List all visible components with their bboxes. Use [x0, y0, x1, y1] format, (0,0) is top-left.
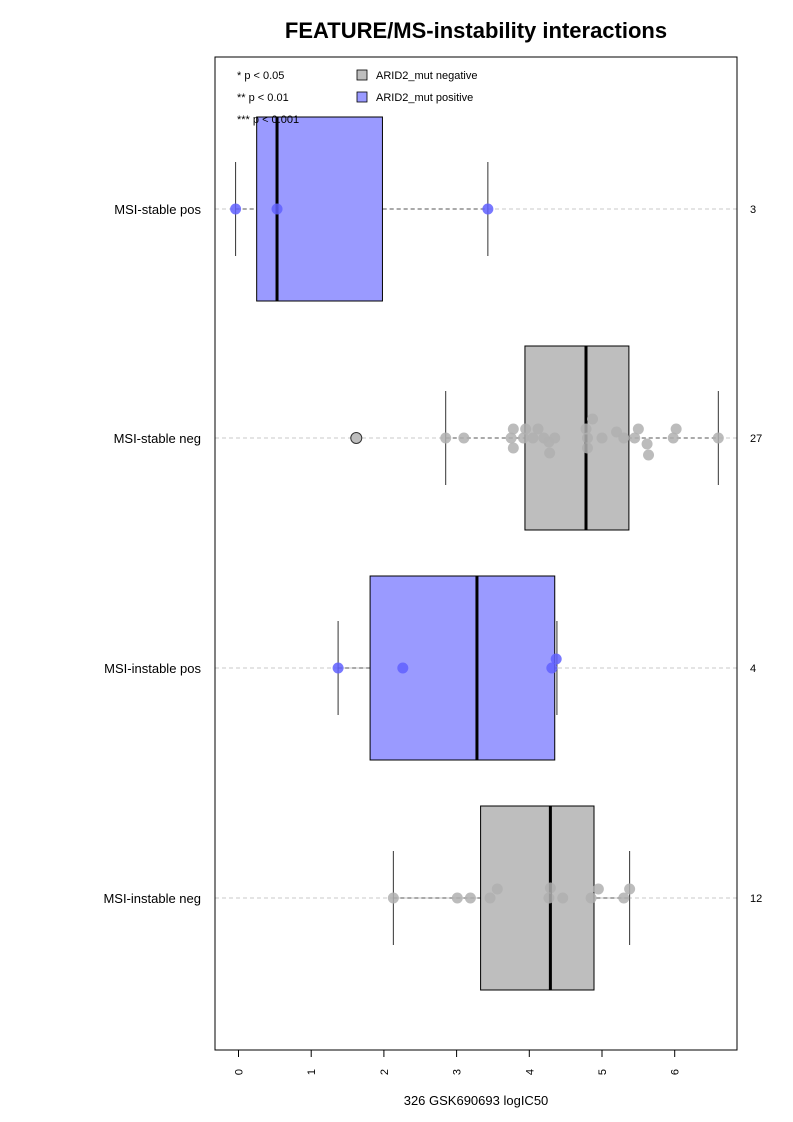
data-point-msi-instable-neg — [543, 892, 555, 904]
significance-note: ** p < 0.01 — [237, 92, 289, 104]
data-point-msi-stable-neg — [532, 423, 544, 435]
data-point-msi-stable-neg — [507, 442, 519, 454]
box-msi-instable-neg — [480, 805, 595, 991]
data-point-msi-stable-neg — [632, 423, 644, 435]
data-point-msi-instable-neg — [464, 892, 476, 904]
data-point-msi-stable-neg — [581, 432, 593, 444]
significance-note: * p < 0.05 — [237, 70, 284, 82]
x-tick-label: 4 — [524, 1069, 536, 1075]
data-point-msi-stable-neg — [440, 432, 452, 444]
boxes-layer — [235, 116, 719, 991]
data-point-msi-instable-neg — [592, 883, 604, 895]
category-label-msi-stable-neg: MSI-stable neg — [114, 431, 201, 446]
data-point-msi-instable-neg — [557, 892, 569, 904]
data-point-msi-instable-pos — [397, 662, 409, 674]
legend-entry-label: ARID2_mut positive — [376, 92, 473, 104]
data-point-msi-stable-neg — [712, 432, 724, 444]
data-point-msi-stable-pos — [482, 203, 494, 215]
data-point-msi-stable-neg — [507, 423, 519, 435]
outlier-point-msi-stable-neg — [350, 432, 363, 444]
count-label-msi-instable-neg: 12 — [750, 893, 762, 905]
x-tick-label: 1 — [306, 1069, 318, 1075]
data-point-msi-stable-neg — [643, 449, 655, 461]
count-label-msi-stable-neg: 27 — [750, 433, 762, 445]
count-label-msi-stable-pos: 3 — [750, 204, 756, 216]
data-point-msi-stable-neg — [667, 432, 679, 444]
legend-entry-label: ARID2_mut negative — [376, 70, 478, 82]
category-label-msi-instable-neg: MSI-instable neg — [103, 891, 201, 906]
significance-note: *** p < 0.001 — [237, 114, 299, 126]
grid-lines — [215, 208, 737, 899]
x-tick-label: 2 — [379, 1069, 391, 1075]
x-tick-label: 0 — [234, 1069, 246, 1075]
data-point-msi-stable-neg — [544, 447, 556, 459]
data-point-msi-stable-neg — [596, 432, 608, 444]
data-point-msi-stable-pos — [271, 203, 283, 215]
data-point-msi-stable-neg — [505, 432, 517, 444]
data-point-msi-stable-neg — [618, 432, 630, 444]
category-label-msi-stable-pos: MSI-stable pos — [114, 202, 201, 217]
data-point-msi-stable-neg — [581, 442, 593, 454]
data-point-msi-instable-pos — [332, 662, 344, 674]
category-label-msi-instable-pos: MSI-instable pos — [104, 661, 201, 676]
data-point-msi-stable-neg — [549, 432, 561, 444]
data-point-msi-stable-neg — [587, 413, 599, 425]
legend: * p < 0.05 ** p < 0.01 *** p < 0.001 ARID2_… — [237, 69, 478, 126]
data-point-msi-stable-neg — [611, 426, 623, 438]
data-point-msi-stable-neg — [580, 423, 592, 435]
chart-title: FEATURE/MS-instability interactions — [285, 18, 667, 43]
data-point-msi-instable-pos — [546, 662, 558, 674]
x-tick-label: 5 — [597, 1069, 609, 1075]
count-label-msi-instable-pos: 4 — [750, 663, 756, 675]
data-point-msi-instable-neg — [491, 883, 503, 895]
data-point-msi-instable-neg — [387, 892, 399, 904]
data-point-msi-stable-neg — [520, 423, 532, 435]
count-labels: 3 27 4 12 — [750, 204, 762, 905]
data-point-msi-instable-neg — [451, 892, 463, 904]
data-point-msi-instable-pos — [550, 653, 562, 665]
legend-swatch — [356, 69, 368, 81]
data-point-msi-stable-neg — [629, 432, 641, 444]
data-point-msi-instable-neg — [624, 883, 636, 895]
data-point-msi-stable-neg — [527, 432, 539, 444]
data-point-msi-stable-neg — [670, 423, 682, 435]
data-point-msi-stable-neg — [517, 432, 529, 444]
points-layer — [230, 203, 724, 904]
data-point-msi-stable-neg — [458, 432, 470, 444]
x-axis-label: 326 GSK690693 logIC50 — [404, 1093, 549, 1108]
data-point-msi-instable-neg — [585, 892, 597, 904]
data-point-msi-instable-neg — [544, 882, 556, 894]
data-point-msi-instable-neg — [618, 892, 630, 904]
data-point-msi-instable-neg — [484, 892, 496, 904]
data-point-msi-stable-pos — [230, 203, 242, 215]
x-axis: 0 1 2 3 4 5 6 — [234, 1049, 682, 1075]
x-tick-label: 3 — [452, 1069, 464, 1075]
x-tick-label: 6 — [670, 1069, 682, 1075]
legend-swatch — [356, 91, 368, 103]
data-point-msi-stable-neg — [641, 438, 653, 450]
